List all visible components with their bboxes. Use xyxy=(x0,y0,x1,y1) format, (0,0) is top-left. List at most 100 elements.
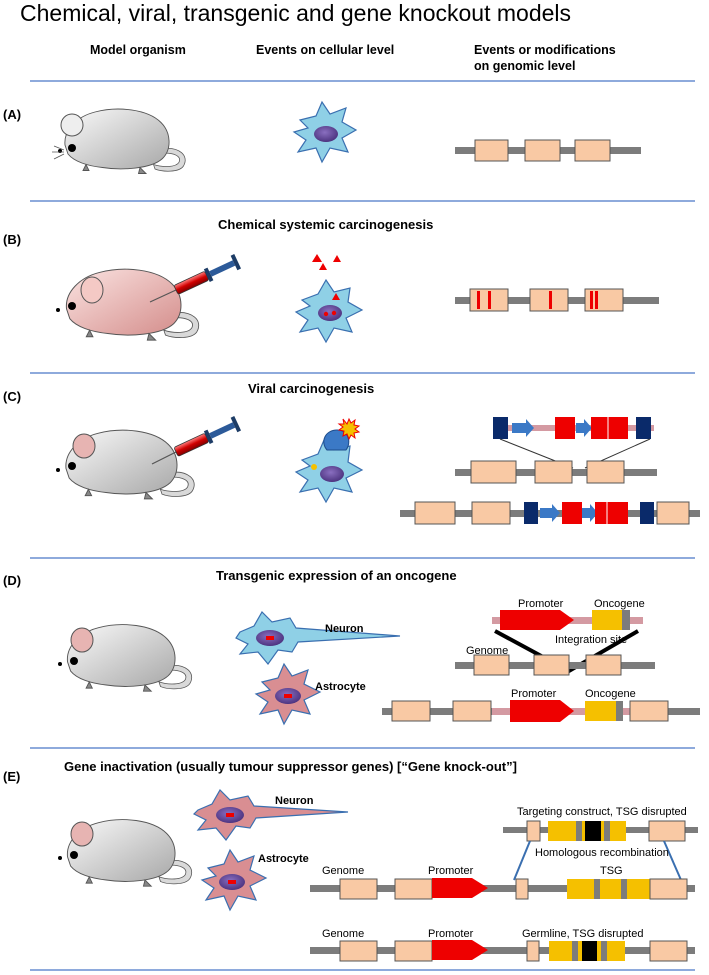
exon-box xyxy=(394,878,433,900)
exon-box xyxy=(524,139,561,162)
viral-ltr xyxy=(524,502,538,524)
exon-box xyxy=(339,878,378,900)
viral-gene xyxy=(555,417,575,439)
panel-separators xyxy=(30,80,695,971)
exon-box xyxy=(533,654,570,676)
genome-target xyxy=(455,460,657,484)
arrow-element xyxy=(576,419,592,437)
neural-cell-icon xyxy=(294,438,364,504)
genome-with-transgene: Promoter Oncogene xyxy=(382,688,700,722)
nucleus xyxy=(314,126,338,142)
dna-strand xyxy=(310,947,695,954)
neuron-cell-icon xyxy=(192,789,349,841)
viral-gene xyxy=(595,502,628,524)
exon-box xyxy=(586,460,625,484)
tsg-label: TSG xyxy=(600,865,623,877)
exon-box xyxy=(515,878,529,900)
targeting-construct xyxy=(503,820,698,881)
oncogene-box xyxy=(585,701,616,721)
oncogene-box xyxy=(592,610,622,630)
viral-ltr xyxy=(640,502,654,524)
arrow-element xyxy=(540,504,560,522)
panel-d-letter: (D) xyxy=(3,573,21,588)
mouse-icon xyxy=(58,819,193,887)
viral-insert-construct xyxy=(493,417,654,469)
exon-box xyxy=(656,501,690,525)
point-mutation xyxy=(488,291,491,309)
astrocyte-label-e: Astrocyte xyxy=(258,853,309,865)
oncogene-label: Oncogene xyxy=(594,598,645,610)
exon-box xyxy=(534,460,573,484)
neural-cell-icon xyxy=(294,278,364,344)
exon-box xyxy=(471,501,511,525)
genome-label-e1: Genome xyxy=(322,865,364,877)
exon-box xyxy=(526,820,541,842)
promoter-label-2: Promoter xyxy=(511,688,557,700)
mouse-icon xyxy=(52,108,186,174)
point-mutation xyxy=(595,291,598,309)
exon-box xyxy=(649,878,688,900)
neuron-label-e: Neuron xyxy=(275,795,314,807)
astrocyte-cell-icon xyxy=(254,662,322,726)
homologous-recombination-label: Homologous recombination xyxy=(535,847,669,859)
exon-box xyxy=(526,940,540,962)
nucleus xyxy=(318,305,342,321)
virus-icon xyxy=(323,417,361,451)
exon-box xyxy=(394,940,433,962)
exon-box xyxy=(391,700,431,722)
nucleus xyxy=(320,466,344,482)
exon-box xyxy=(584,288,624,312)
figure-title: Chemical, viral, transgenic and gene kno… xyxy=(20,0,571,26)
syringe-icon xyxy=(151,416,242,465)
exon-box xyxy=(473,654,510,676)
neuron-label: Neuron xyxy=(325,623,364,635)
panel-b-letter: (B) xyxy=(3,232,21,247)
panel-e-heading: Gene inactivation (usually tumour suppre… xyxy=(64,759,517,774)
genome-integrated xyxy=(400,501,700,525)
oncogene-end xyxy=(616,701,623,721)
oncogene-label-2: Oncogene xyxy=(585,688,636,700)
point-mutation xyxy=(590,291,593,309)
header-cellular-events: Events on cellular level xyxy=(256,43,394,57)
promoter-label-e2: Promoter xyxy=(428,928,474,940)
exon-box xyxy=(470,460,517,484)
panel-a-letter: (A) xyxy=(3,107,21,122)
exon-box xyxy=(649,940,688,962)
syringe-icon xyxy=(149,254,242,303)
carcinogen-triangle-icon xyxy=(312,254,341,270)
exon-box xyxy=(629,700,669,722)
promoter-label-e1: Promoter xyxy=(428,865,474,877)
exon-box xyxy=(474,139,509,162)
genome-target xyxy=(455,654,655,676)
promoter-arrow xyxy=(510,700,574,722)
genome-mutated xyxy=(455,288,659,312)
panel-e-letter: (E) xyxy=(3,769,20,784)
genome-germline-disrupted xyxy=(310,940,695,962)
panel-b-heading: Chemical systemic carcinogenesis xyxy=(218,217,433,232)
genome-label-d: Genome xyxy=(466,645,508,657)
integration-site-label: Integration site xyxy=(555,634,627,646)
targeting-construct-label: Targeting construct, TSG disrupted xyxy=(517,806,687,818)
genome-tsg-locus xyxy=(310,878,695,900)
transgene-construct: Promoter Oncogene xyxy=(492,598,645,674)
tsg-box xyxy=(567,879,654,899)
oncogene-end xyxy=(622,610,630,630)
viral-ltr xyxy=(493,417,508,439)
viral-gene xyxy=(562,502,582,524)
promoter-arrow xyxy=(432,940,488,960)
neuron-cell-icon xyxy=(235,611,401,665)
neural-cell-icon xyxy=(292,100,358,164)
exon-box xyxy=(574,139,611,162)
panel-c-letter: (C) xyxy=(3,389,21,404)
exon-box xyxy=(585,654,622,676)
header-genomic-events-line2: on genomic level xyxy=(474,59,575,73)
germline-label: Germline, TSG disrupted xyxy=(522,928,643,940)
astrocyte-cell-icon xyxy=(200,848,268,912)
arrow-element xyxy=(582,504,598,522)
genome-wildtype xyxy=(455,139,641,162)
viral-gene xyxy=(591,417,628,439)
header-genomic-events-line1: Events or modifications xyxy=(474,43,616,57)
exon-box xyxy=(648,820,686,842)
exon-box xyxy=(339,940,378,962)
